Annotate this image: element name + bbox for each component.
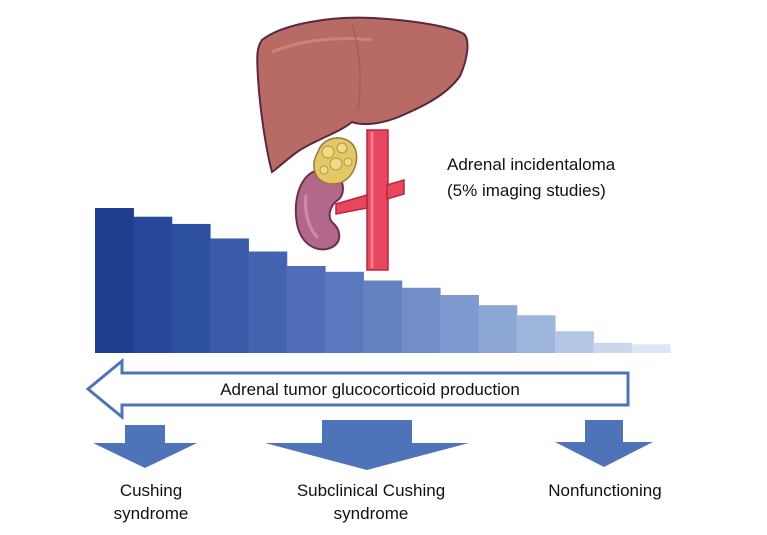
gradient-bar	[363, 280, 403, 353]
outcome-cushing-line1: Cushing	[120, 481, 182, 500]
gradient-bar	[325, 271, 364, 353]
outcome-subclinical-line2: syndrome	[334, 504, 409, 523]
gradient-bar	[555, 331, 594, 353]
down-arrow-cushing-icon	[93, 425, 197, 468]
outcome-arrows	[93, 420, 653, 470]
outcome-subclinical-line1: Subclinical Cushing	[297, 481, 445, 500]
gradient-bar	[401, 287, 441, 353]
gradient-bar	[593, 342, 633, 353]
gradient-bar	[210, 238, 249, 353]
anatomy-illustration	[256, 16, 469, 271]
gradient-bar	[631, 344, 671, 353]
outcome-cushing-line2: syndrome	[114, 504, 189, 523]
left-arrow-icon	[85, 357, 630, 421]
down-arrow-nonfunctioning-icon	[555, 420, 653, 467]
glucocorticoid-gradient-bars	[95, 208, 671, 353]
gradient-bar	[248, 251, 288, 353]
liver-illustration	[256, 16, 469, 174]
adrenal-tumor-illustration	[313, 137, 358, 185]
incidentaloma-title: Adrenal incidentaloma	[447, 155, 616, 174]
gradient-bar	[440, 295, 479, 353]
gradient-bar	[286, 266, 326, 353]
outcome-labels: Cushing syndrome Subclinical Cushing syn…	[114, 481, 662, 523]
gradient-bar	[478, 305, 518, 353]
gradient-bar	[171, 223, 211, 353]
incidentaloma-label: Adrenal incidentaloma (5% imaging studie…	[447, 155, 616, 200]
production-arrow-label: Adrenal tumor glucocorticoid production	[220, 380, 520, 399]
down-arrow-subclinical-icon	[265, 420, 469, 470]
gradient-bar	[516, 315, 556, 353]
artery-illustration	[335, 129, 405, 271]
production-arrow: Adrenal tumor glucocorticoid production	[85, 357, 630, 421]
outcome-nonfunctioning: Nonfunctioning	[548, 481, 661, 500]
gradient-bar	[95, 208, 134, 353]
incidentaloma-prevalence: (5% imaging studies)	[447, 181, 606, 200]
gradient-bar	[133, 216, 173, 353]
